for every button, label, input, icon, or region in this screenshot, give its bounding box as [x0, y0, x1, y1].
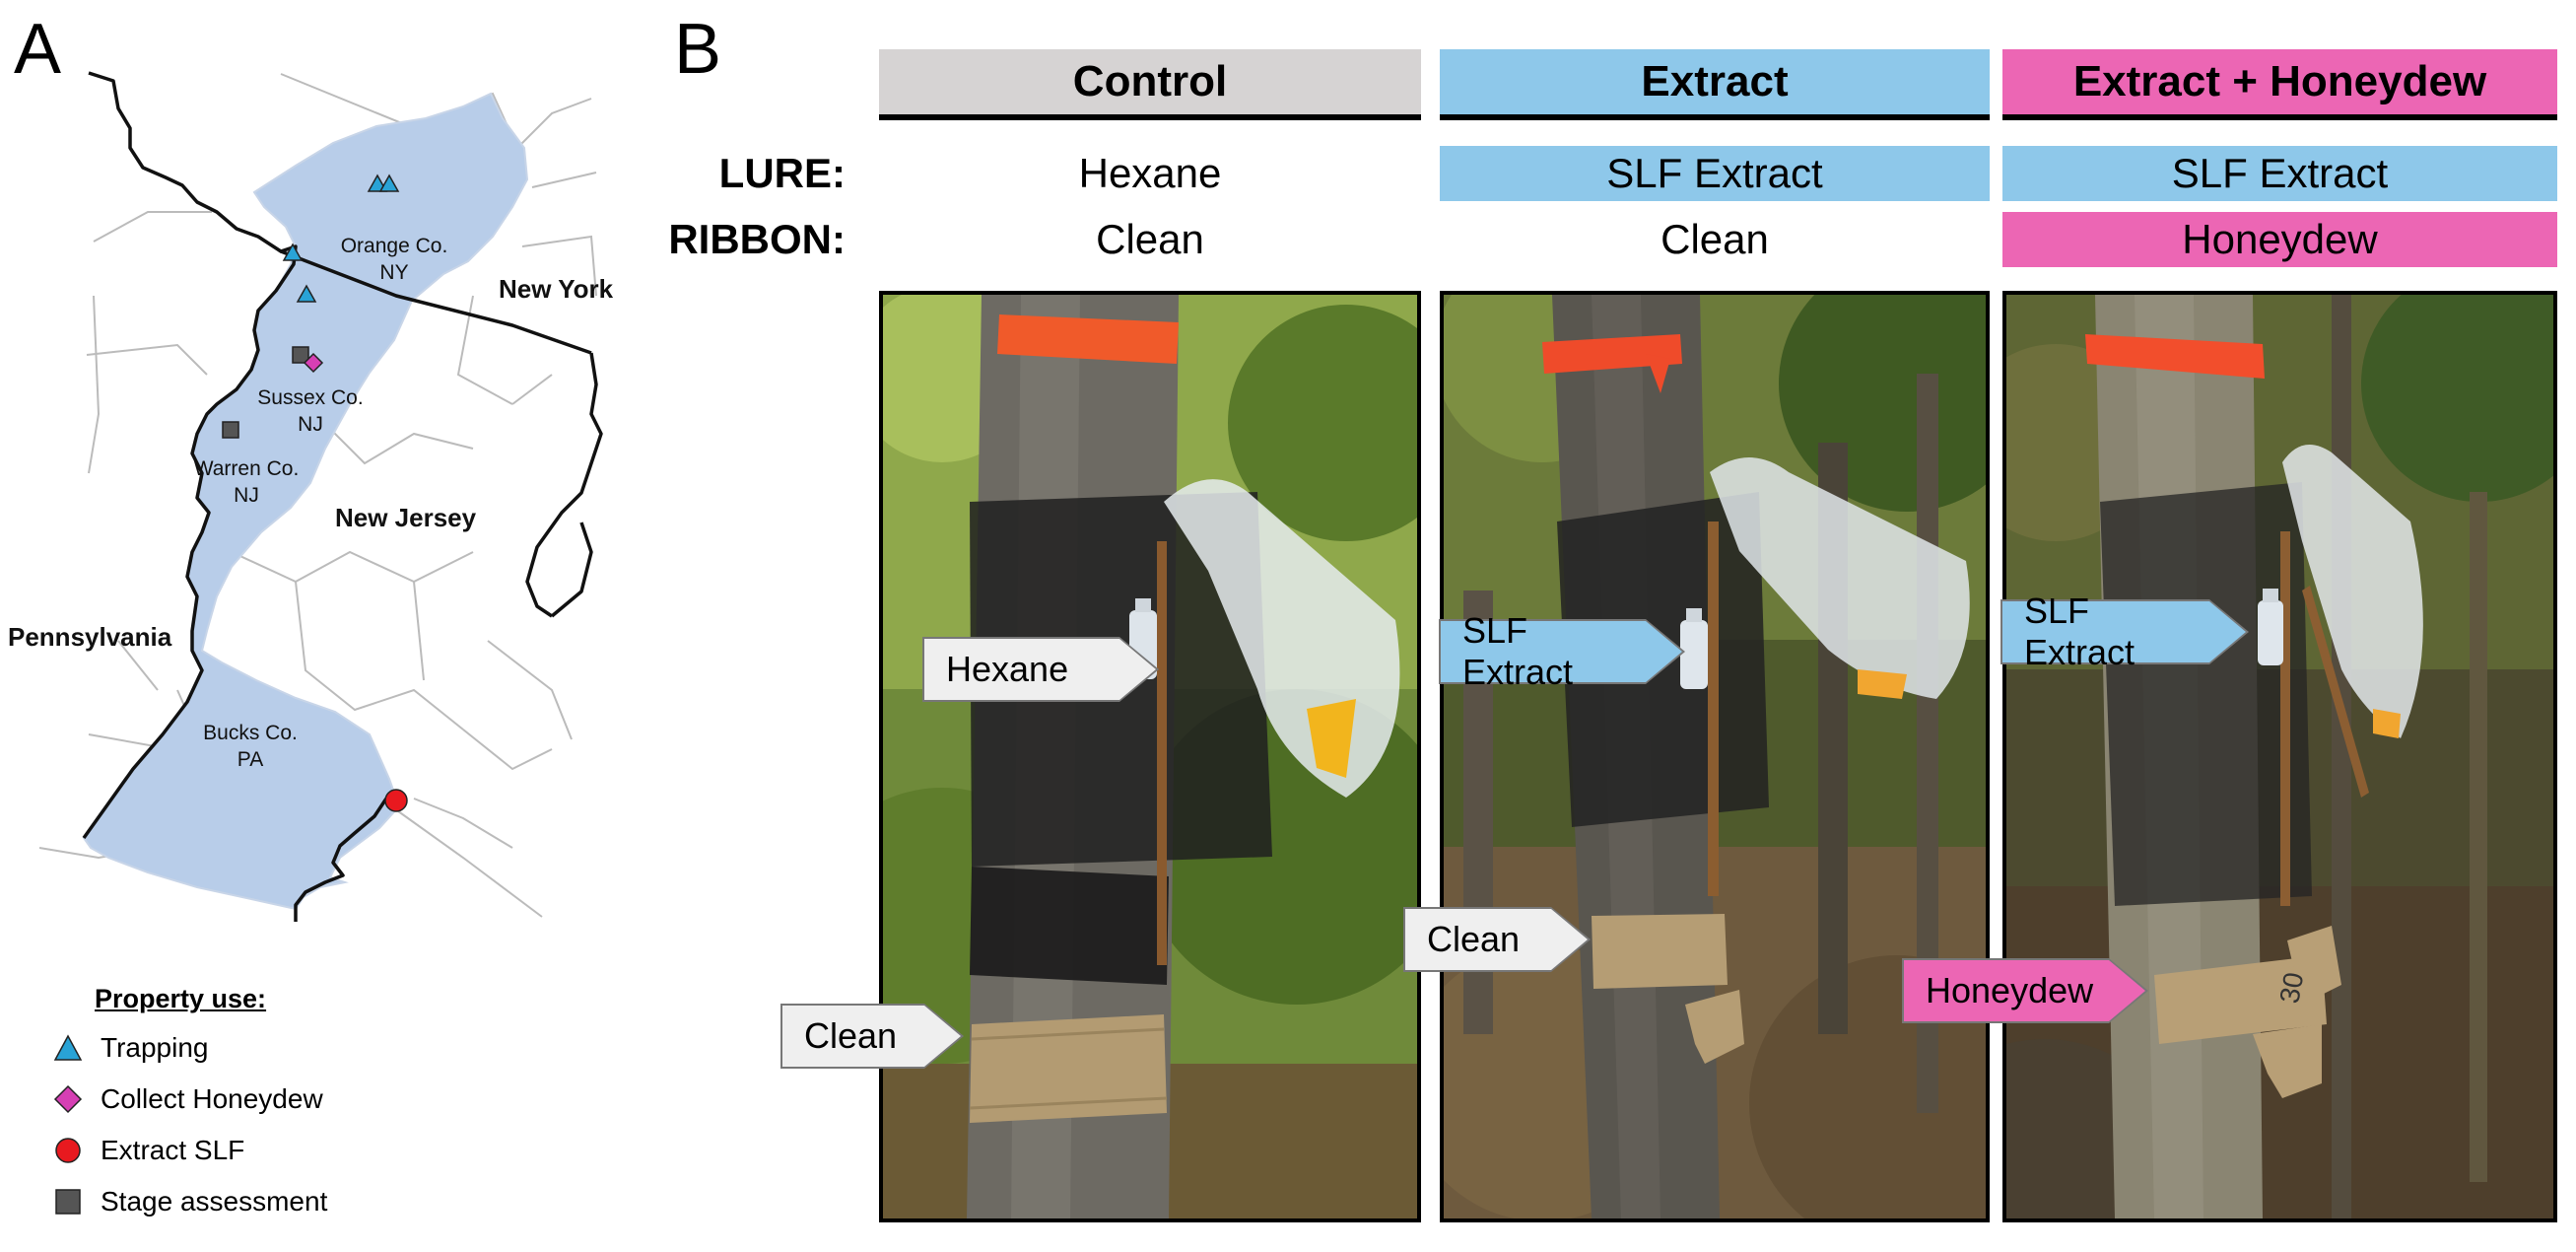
county-label-warren: Warren Co.NJ [193, 457, 300, 507]
stage-assessment-marker [292, 346, 309, 364]
honeydew-tree-photo: 30 [2006, 295, 2553, 1218]
lure-extract: SLF Extract [1440, 146, 1990, 201]
photo-extract [1440, 291, 1990, 1222]
legend-label: Trapping [101, 1032, 209, 1063]
county-label-sussex: Sussex Co.NJ [257, 386, 364, 436]
row-label-ribbon: RIBBON: [668, 216, 846, 262]
callout-honeydew-ribbon: Honeydew [1902, 958, 2148, 1023]
photo-extract-honeydew: 30 [2002, 291, 2557, 1222]
lure-control: Hexane [1078, 150, 1222, 196]
square-icon [51, 1185, 85, 1218]
trapping-marker [282, 243, 304, 261]
legend-title: Property use: [95, 984, 267, 1013]
panel-b-letter: B [674, 10, 722, 89]
callout-label: Honeydew [1926, 970, 2094, 1010]
ribbon-extract-honeydew: Honeydew [2002, 212, 2557, 267]
callout-extract-lure: SLF Extract [1439, 610, 1685, 692]
header-extract-honeydew: Extract + Honeydew [2002, 49, 2557, 120]
study-counties-shape [82, 92, 529, 911]
triangle-icon [51, 1031, 85, 1065]
header-extract: Extract [1440, 49, 1990, 120]
legend-item-trapping: Trapping [51, 1028, 208, 1068]
state-label-pennsylvania: Pennsylvania [8, 622, 172, 652]
state-label-new-york: New York [499, 274, 614, 304]
trapping-marker [296, 284, 317, 303]
honeydew-marker [303, 352, 324, 374]
callout-label: SLF Extract [1462, 610, 1574, 692]
trapping-marker [378, 174, 400, 192]
diamond-icon [51, 1082, 85, 1116]
legend-label: Collect Honeydew [101, 1083, 323, 1114]
ribbon-number-text: 30 [2273, 970, 2309, 1006]
extract-slf-marker [384, 789, 408, 812]
callout-label: SLF Extract [2024, 591, 2135, 672]
county-label-orange: Orange Co.NY [340, 235, 448, 284]
legend-item-extract: Extract SLF [51, 1131, 244, 1170]
ribbon-control: Clean [1096, 216, 1204, 262]
stage-assessment-marker [222, 421, 239, 439]
state-label-new-jersey: New Jersey [335, 503, 477, 532]
panel-a-letter: A [14, 10, 62, 89]
study-area-map [38, 71, 603, 922]
callout-control-lure: Hexane [922, 637, 1159, 702]
circle-icon [51, 1134, 85, 1167]
extract-tree-photo [1444, 295, 1986, 1218]
control-tree-photo [883, 295, 1417, 1218]
row-label-lure: LURE: [718, 150, 846, 196]
site-markers [222, 174, 408, 812]
header-control: Control [879, 49, 1421, 120]
legend-label: Stage assessment [101, 1186, 328, 1217]
legend-item-stage: Stage assessment [51, 1182, 327, 1221]
ribbon-extract: Clean [1661, 216, 1769, 262]
callout-control-ribbon: Clean [780, 1004, 964, 1069]
callout-label: Clean [804, 1015, 898, 1056]
legend-item-honeydew: Collect Honeydew [51, 1079, 323, 1119]
county-label-bucks: Bucks Co.PA [203, 722, 298, 771]
lure-extract-honeydew: SLF Extract [2002, 146, 2557, 201]
callout-label: Hexane [946, 649, 1069, 689]
photo-control [879, 291, 1421, 1222]
callout-label: Clean [1427, 919, 1521, 959]
state-borders [82, 71, 603, 922]
callout-honeydew-lure: SLF Extract [2000, 591, 2249, 672]
callout-extract-ribbon: Clean [1403, 907, 1591, 972]
legend-label: Extract SLF [101, 1135, 245, 1165]
